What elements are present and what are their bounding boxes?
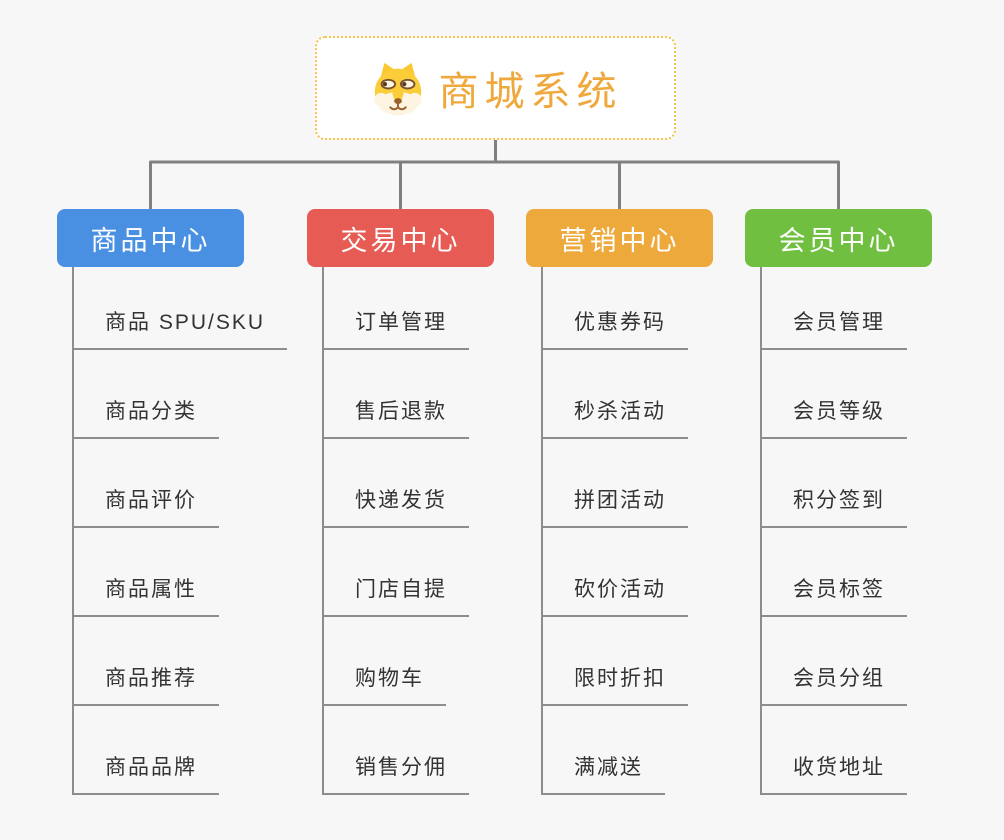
- topic-item[interactable]: 商品属性: [72, 577, 219, 617]
- branch-marketing-center: 营销中心 优惠券码 秒杀活动 拼团活动 砍价活动 限时折扣 满减送: [526, 209, 766, 809]
- topic-item[interactable]: 会员分组: [760, 666, 907, 706]
- topic-item[interactable]: 收货地址: [760, 755, 907, 795]
- branch-child-connector: [760, 267, 762, 795]
- topic-item[interactable]: 购物车: [322, 666, 446, 706]
- topic-item[interactable]: 拼团活动: [541, 488, 688, 528]
- topic-item[interactable]: 商品分类: [72, 399, 219, 439]
- root-node[interactable]: 商城系统: [315, 36, 676, 140]
- branch-header-member-center[interactable]: 会员中心: [745, 209, 932, 267]
- topic-item[interactable]: 快递发货: [322, 488, 469, 528]
- topic-item[interactable]: 售后退款: [322, 399, 469, 439]
- branch-child-connector: [322, 267, 324, 795]
- topic-item[interactable]: 商品品牌: [72, 755, 219, 795]
- topic-item[interactable]: 会员标签: [760, 577, 907, 617]
- topic-item[interactable]: 门店自提: [322, 577, 469, 617]
- topic-item[interactable]: 会员管理: [760, 310, 907, 350]
- branch-child-connector: [541, 267, 543, 795]
- topic-item[interactable]: 订单管理: [322, 310, 469, 350]
- topic-item[interactable]: 优惠券码: [541, 310, 688, 350]
- shiba-dog-face-icon: [373, 62, 422, 116]
- topic-item[interactable]: 满减送: [541, 755, 665, 795]
- topic-item[interactable]: 积分签到: [760, 488, 907, 528]
- topic-item[interactable]: 商品评价: [72, 488, 219, 528]
- branch-header-trade-center[interactable]: 交易中心: [307, 209, 494, 267]
- topic-item[interactable]: 商品 SPU/SKU: [72, 310, 288, 350]
- branch-header-marketing-center[interactable]: 营销中心: [526, 209, 713, 267]
- branch-member-center: 会员中心 会员管理 会员等级 积分签到 会员标签 会员分组 收货地址: [745, 209, 985, 809]
- topic-item[interactable]: 限时折扣: [541, 666, 688, 706]
- topic-item[interactable]: 商品推荐: [72, 666, 219, 706]
- branch-product-center: 商品中心 商品 SPU/SKU 商品分类 商品评价 商品属性 商品推荐 商品品牌: [57, 209, 297, 809]
- branch-child-connector: [72, 267, 74, 795]
- branch-trade-center: 交易中心 订单管理 售后退款 快递发货 门店自提 购物车 销售分佣: [307, 209, 547, 809]
- topic-item[interactable]: 砍价活动: [541, 577, 688, 617]
- root-title: 商城系统: [438, 70, 623, 114]
- branch-header-product-center[interactable]: 商品中心: [57, 209, 244, 267]
- topic-item[interactable]: 会员等级: [760, 399, 907, 439]
- topic-item[interactable]: 销售分佣: [322, 755, 469, 795]
- topic-item[interactable]: 秒杀活动: [541, 399, 688, 439]
